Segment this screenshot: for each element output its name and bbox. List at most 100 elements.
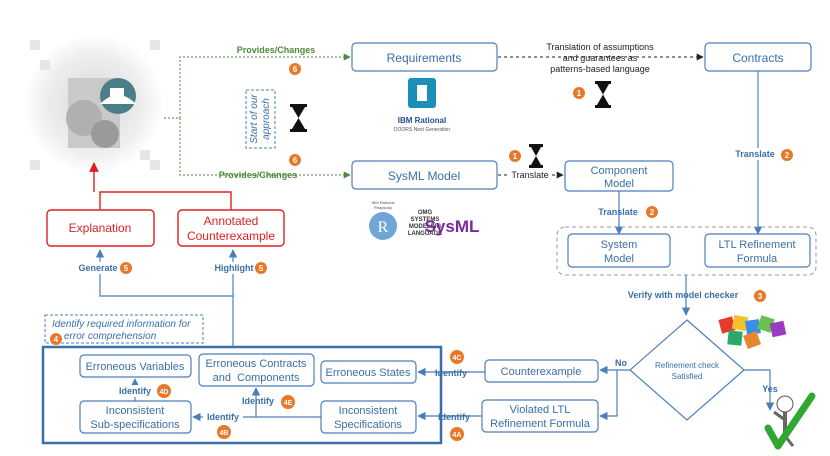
decision-label-1: Refinement check	[655, 361, 720, 370]
hourglass-sysml-icon	[529, 144, 543, 168]
identify-4b-label: Identify	[207, 412, 239, 422]
omg-line-1: OMG	[418, 210, 433, 216]
badge-6-bottom-text: 6	[293, 156, 298, 165]
identify-4b-bg	[203, 410, 243, 422]
highlight-label: Highlight	[215, 263, 254, 273]
badge-2-contracts-text: 2	[785, 151, 790, 160]
badge-3-text: 3	[758, 292, 763, 301]
sysml-letters: SysML	[425, 217, 480, 236]
ltl-formula-box[interactable]	[704, 233, 811, 268]
system-model-label-1: System	[601, 239, 638, 251]
identify-4d-bg	[115, 385, 155, 397]
yes-arrow	[744, 369, 775, 411]
rhapsody-letter: R	[378, 219, 389, 236]
contracts-label: Contracts	[732, 51, 783, 65]
badge-4e	[281, 395, 295, 409]
ibm-title: IBM Rational	[398, 116, 446, 125]
badge-4a-text: 4A	[453, 432, 462, 439]
badge-5-generate-text: 5	[124, 264, 129, 273]
error-comprehension-container	[41, 345, 443, 445]
omg-line-2: SYSTEMS	[411, 217, 440, 223]
erroneous-contracts-label-1: Erroneous Contracts	[206, 358, 307, 370]
violated-ltl-label-2: Refinement Formula	[490, 418, 591, 430]
annotated-label-2: Counterexample	[187, 229, 275, 243]
omg-line-4: LANGUAGE	[408, 231, 442, 237]
badge-6-bottom	[289, 154, 301, 166]
inconsistent-subspecs-label-1: Inconsistent	[106, 405, 165, 417]
decision-label-2: Satisfied	[672, 372, 703, 381]
no-label: No	[615, 358, 627, 368]
rhapsody-subtitle: Rhapsody	[374, 205, 392, 210]
counterexample-box[interactable]	[484, 359, 599, 383]
explanation-label: Explanation	[69, 221, 132, 235]
translation-note-3: patterns-based language	[550, 64, 650, 74]
badge-6-top-text: 6	[293, 65, 298, 74]
system-model-label-2: Model	[604, 253, 634, 265]
badge-1-sysml-text: 1	[513, 152, 518, 161]
badge-4d-text: 4D	[160, 389, 169, 396]
badge-2-component-text: 2	[650, 208, 655, 217]
annotated-label-1: Annotated	[204, 214, 259, 228]
no-arrow-violated	[599, 370, 618, 421]
required-info-note-1: Identify required information for	[52, 319, 191, 330]
ibm-rational-logo: IBM Rational DOORS Next Generation	[394, 78, 450, 133]
erroneous-variables-label: Erroneous Variables	[86, 361, 185, 373]
inconsistent-specs-label-2: Specifications	[334, 419, 402, 431]
identify-4c-label: Identify	[435, 368, 467, 378]
badge-4b-text: 4B	[220, 430, 229, 437]
identify-4a-label: Identify	[438, 412, 470, 422]
counterexample-label: Counterexample	[501, 366, 582, 378]
badge-4-text: 4	[54, 335, 59, 344]
team-illustration	[24, 34, 164, 174]
badge-3	[754, 290, 766, 302]
badge-4	[50, 333, 62, 345]
hourglass-icon	[595, 81, 611, 108]
translation-note-1: Translation of assumptions	[546, 42, 654, 52]
provides-changes-top-label: Provides/Changes	[237, 45, 316, 55]
inconsistent-subspecs-label-2: Sub-specifications	[90, 419, 180, 431]
erroneous-states-box[interactable]	[320, 360, 417, 384]
rhapsody-title: IBM Rational	[372, 200, 395, 205]
start-note-line2: approach	[261, 98, 272, 140]
translate-sysml-label: Translate	[511, 170, 548, 180]
erroneous-contracts-box[interactable]	[198, 353, 315, 387]
required-info-note-box	[44, 314, 204, 344]
generate-bg	[72, 262, 132, 274]
badge-5-highlight	[255, 262, 267, 274]
violated-ltl-label-1: Violated LTL	[510, 404, 571, 416]
component-model-label-2: Model	[604, 178, 634, 190]
start-note-line1: Start of our	[249, 94, 260, 144]
badge-1-contracts-text: 1	[577, 89, 582, 98]
provides-changes-bottom-arrow	[179, 118, 351, 179]
verify-label: Verify with model checker	[628, 290, 739, 300]
badge-2-contracts	[781, 149, 793, 161]
rhapsody-logo: IBM Rational Rhapsody R	[369, 200, 397, 240]
badge-5-highlight-text: 5	[259, 264, 264, 273]
required-info-note-2: error comprehension	[64, 331, 157, 342]
refinement-check-diamond[interactable]	[629, 319, 745, 421]
system-model-box[interactable]	[567, 233, 671, 268]
erroneous-variables-box[interactable]	[79, 354, 192, 378]
erroneous-states-label: Erroneous States	[326, 367, 411, 379]
success-figure	[764, 392, 816, 450]
identify-4e-label: Identify	[242, 396, 274, 406]
badge-1-contracts	[573, 87, 585, 99]
requirements-box[interactable]	[351, 42, 498, 72]
component-model-label-1: Component	[591, 165, 648, 177]
badge-4d	[157, 384, 171, 398]
omg-line-3: MODELING	[409, 224, 442, 230]
badge-4c	[450, 350, 464, 364]
translate-sysml-bg	[510, 169, 550, 181]
provides-changes-top-arrow	[179, 53, 351, 118]
yes-label: Yes	[762, 384, 778, 394]
translate-contracts-label: Translate	[735, 149, 775, 159]
sysml-model-box[interactable]	[351, 160, 498, 190]
identify-4d-label: Identify	[119, 386, 151, 396]
badge-4a	[450, 427, 464, 441]
badge-2-component	[646, 206, 658, 218]
badge-4b	[217, 425, 231, 439]
badge-1-sysml	[509, 150, 521, 162]
inconsistent-specs-label-1: Inconsistent	[339, 405, 398, 417]
